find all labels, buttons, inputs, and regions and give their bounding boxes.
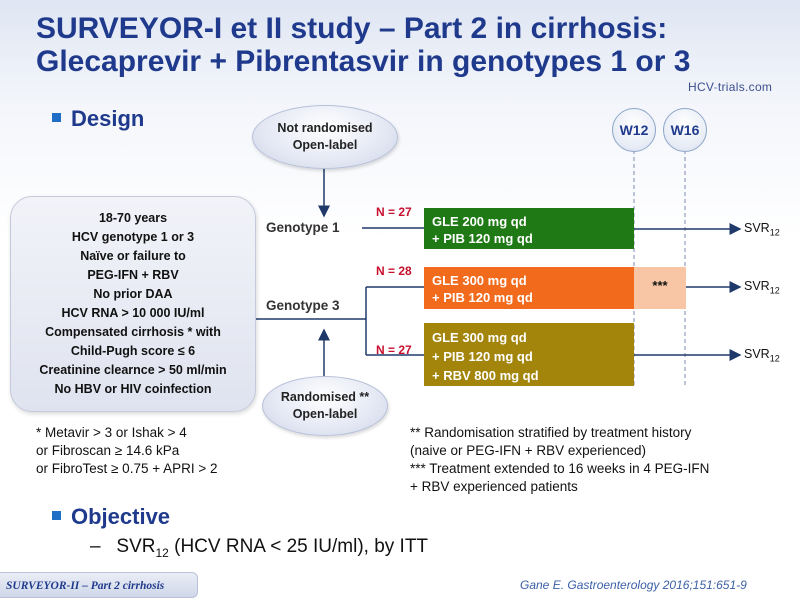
footnote-line: + RBV experienced patients	[410, 479, 578, 494]
svr-subscript: 12	[769, 353, 780, 364]
footnote-line: or Fibroscan ≥ 14.6 kPa	[36, 443, 180, 458]
arm3-line: + PIB 120 mg qd	[432, 349, 533, 364]
criteria-item: PEG-IFN + RBV	[87, 268, 179, 282]
objective-dash: –	[90, 536, 101, 557]
arm2-line: GLE 300 mg qd	[432, 273, 527, 288]
criteria-item: Child-Pugh score ≤ 6	[70, 344, 196, 358]
criteria-item: 18-70 years	[98, 211, 168, 225]
objective-text: – SVR12 (HCV RNA < 25 IU/ml), by ITT	[90, 536, 428, 560]
objective-rest: (HCV RNA < 25 IU/ml), by ITT	[168, 536, 429, 557]
genotype-3-label: Genotype 3	[266, 298, 340, 313]
arm1-line: GLE 200 mg qd	[432, 214, 527, 229]
slide-title: SURVEYOR-I et II study – Part 2 in cirrh…	[36, 12, 691, 78]
logo-text-right: trials	[717, 80, 746, 94]
not-randomised-ellipse: Not randomised Open-label	[252, 105, 398, 169]
arm1-n-label: N = 27	[376, 205, 412, 219]
week-12-label: W12	[619, 122, 649, 138]
footnote-line: or FibroTest ≥ 0.75 + APRI > 2	[36, 461, 218, 476]
week-16-label: W16	[670, 122, 700, 138]
logo-text-left: HCV	[688, 80, 714, 94]
objective-svr-subscript: 12	[155, 545, 169, 560]
cirrhosis-footnote: * Metavir > 3 or Ishak > 4 or Fibroscan …	[36, 424, 218, 478]
genotype-1-label: Genotype 1	[266, 220, 340, 235]
arm2-extension-marker: ***	[652, 278, 668, 293]
arm3-line: GLE 300 mg qd	[432, 330, 527, 345]
footer-tab: SURVEYOR-II – Part 2 cirrhosis	[0, 572, 198, 598]
arm1-line: + PIB 120 mg qd	[432, 231, 533, 246]
objective-heading: Objective	[52, 504, 170, 530]
arm2-n-label: N = 28	[376, 264, 412, 278]
week-16-marker: W16	[663, 108, 707, 152]
arm3-line: + RBV 800 mg qd	[432, 368, 539, 383]
svr-subscript: 12	[769, 285, 780, 296]
randomised-label: Randomised **	[280, 390, 370, 404]
hcv-trials-logo: HCV-trials.com	[688, 80, 772, 94]
randomised-ellipse: Randomised ** Open-label	[262, 376, 388, 436]
svr-label-arm3: SVR12	[744, 347, 780, 364]
criteria-item: Creatinine clearnce > 50 ml/min	[39, 363, 227, 377]
randomisation-footnote: ** Randomisation stratified by treatment…	[410, 424, 709, 496]
inclusion-criteria-box: 18-70 years HCV genotype 1 or 3 Naïve or…	[10, 196, 256, 412]
svr-text: SVR	[744, 279, 770, 293]
objective-svr: SVR	[116, 536, 156, 557]
svr-subscript: 12	[769, 227, 780, 238]
design-label: Design	[71, 106, 145, 131]
footnote-line: (naive or PEG-IFN + RBV experienced)	[410, 443, 646, 458]
week-12-marker: W12	[612, 108, 656, 152]
design-heading: Design	[52, 106, 144, 132]
svr-text: SVR	[744, 221, 770, 235]
arm3-treatment-box: GLE 300 mg qd + PIB 120 mg qd + RBV 800 …	[424, 323, 634, 386]
logo-suffix: .com	[745, 80, 773, 94]
citation: Gane E. Gastroenterology 2016;151:651-9	[520, 578, 747, 592]
arm2-treatment-box: GLE 300 mg qd + PIB 120 mg qd	[424, 267, 634, 309]
footnote-line: ** Randomisation stratified by treatment…	[410, 425, 692, 440]
svr-label-arm2: SVR12	[744, 279, 780, 296]
square-bullet-icon	[52, 510, 61, 520]
logo-separator: -	[713, 80, 718, 94]
criteria-item: HCV genotype 1 or 3	[71, 230, 195, 244]
criteria-item: No prior DAA	[93, 287, 173, 301]
randomised-openlabel: Open-label	[292, 407, 358, 421]
not-randomised-openlabel: Open-label	[292, 138, 358, 152]
arm2-line: + PIB 120 mg qd	[432, 290, 533, 305]
footnote-line: * Metavir > 3 or Ishak > 4	[36, 425, 187, 440]
arm3-n-label: N = 27	[376, 343, 412, 357]
square-bullet-icon	[52, 112, 61, 122]
criteria-item: No HBV or HIV coinfection	[54, 382, 212, 396]
arm1-treatment-box: GLE 200 mg qd + PIB 120 mg qd	[424, 208, 634, 249]
footer-label: SURVEYOR-II – Part 2 cirrhosis	[6, 580, 165, 592]
criteria-item: Naïve or failure to	[80, 249, 186, 263]
svr-text: SVR	[744, 347, 770, 361]
svr-label-arm1: SVR12	[744, 221, 780, 238]
criteria-item: HCV RNA > 10 000 IU/ml	[61, 306, 205, 320]
criteria-item: Compensated cirrhosis * with	[45, 325, 221, 339]
arm2-extension-box: ***	[634, 267, 686, 309]
objective-label: Objective	[71, 504, 171, 529]
footnote-line: *** Treatment extended to 16 weeks in 4 …	[410, 461, 710, 476]
not-randomised-label: Not randomised	[277, 121, 373, 135]
